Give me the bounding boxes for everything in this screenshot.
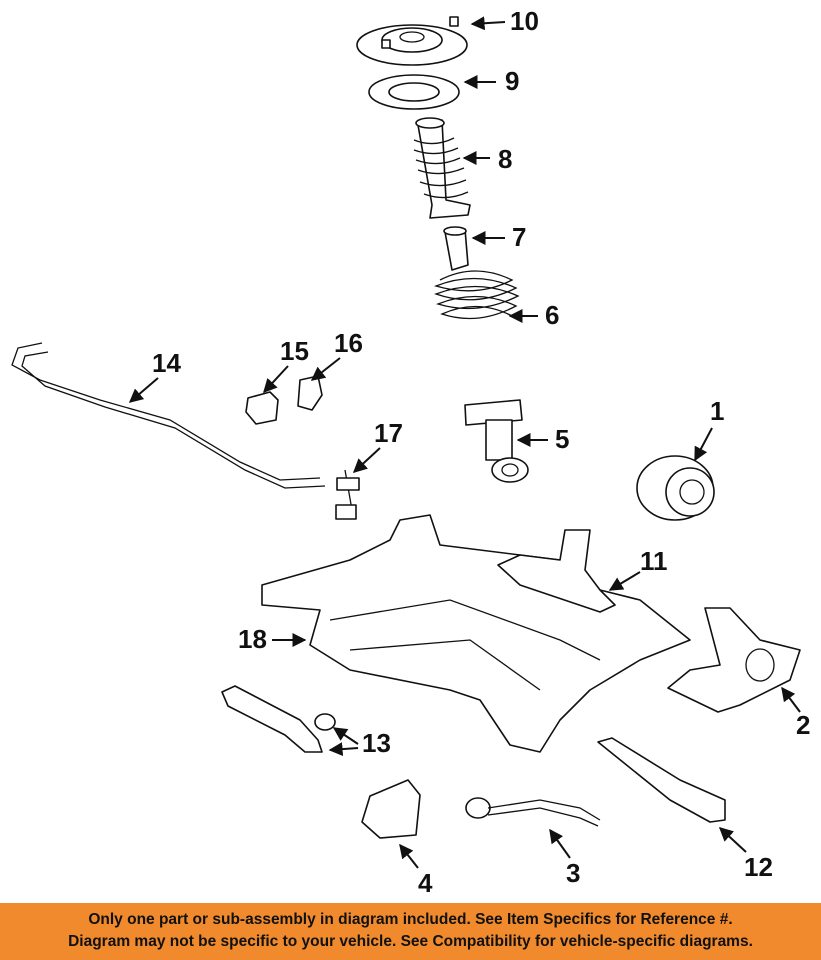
strut-mount-part (356, 16, 468, 66)
suspension-diagram: 10 9 8 7 6 5 1 14 15 16 17 11 (11, 6, 810, 898)
svg-text:1: 1 (710, 396, 724, 426)
disclaimer-line-1: Only one part or sub-assembly in diagram… (88, 911, 733, 928)
stabilizer-link-part (335, 469, 360, 520)
callout-4: 4 (399, 843, 433, 898)
stabilizer-bushing-part (245, 391, 279, 425)
svg-text:3: 3 (566, 858, 580, 888)
callout-17: 17 (352, 418, 403, 473)
svg-text:13: 13 (362, 728, 391, 758)
upper-control-arm-part (497, 529, 616, 613)
callout-10: 10 (470, 6, 539, 36)
svg-text:4: 4 (418, 868, 433, 898)
dust-boot-part (413, 117, 471, 219)
callout-8: 8 (462, 144, 512, 174)
svg-text:5: 5 (555, 424, 569, 454)
lower-link-part (465, 797, 601, 827)
callout-14: 14 (128, 348, 181, 403)
svg-text:8: 8 (498, 144, 512, 174)
svg-text:6: 6 (545, 300, 559, 330)
callout-5: 5 (516, 424, 569, 454)
svg-text:11: 11 (640, 546, 668, 576)
callout-7: 7 (471, 222, 526, 252)
callout-3: 3 (549, 828, 580, 888)
trailing-arm-part (221, 685, 336, 753)
callout-16: 16 (310, 328, 363, 381)
bump-stop-part (443, 226, 469, 271)
svg-text:17: 17 (374, 418, 403, 448)
coil-spring-part (434, 270, 520, 320)
callout-2: 2 (781, 686, 810, 740)
callout-15: 15 (263, 336, 309, 394)
shock-absorber-part (464, 399, 529, 483)
stabilizer-bar-part (11, 342, 326, 489)
callout-9: 9 (463, 66, 519, 96)
callout-13: 13 (328, 727, 391, 758)
stabilizer-bracket-part (297, 375, 323, 411)
crossmember-part (261, 514, 691, 753)
svg-text:9: 9 (505, 66, 519, 96)
svg-text:7: 7 (512, 222, 526, 252)
callout-11: 11 (608, 546, 668, 591)
svg-text:16: 16 (334, 328, 363, 358)
svg-text:18: 18 (238, 624, 267, 654)
svg-text:10: 10 (510, 6, 539, 36)
svg-text:12: 12 (744, 852, 773, 882)
mount-bracket-part (361, 779, 421, 839)
callout-18: 18 (238, 624, 307, 654)
callout-12: 12 (718, 827, 773, 882)
lateral-link-part (597, 737, 726, 823)
svg-text:15: 15 (280, 336, 309, 366)
callout-6: 6 (508, 300, 559, 330)
callout-1: 1 (694, 396, 724, 462)
spring-seat-part (368, 74, 460, 110)
disclaimer-banner: Only one part or sub-assembly in diagram… (0, 903, 821, 960)
svg-text:2: 2 (796, 710, 810, 740)
knuckle-part (667, 607, 801, 713)
hub-bearing-part (636, 455, 715, 521)
disclaimer-line-2: Diagram may not be specific to your vehi… (68, 933, 753, 950)
svg-text:14: 14 (152, 348, 181, 378)
